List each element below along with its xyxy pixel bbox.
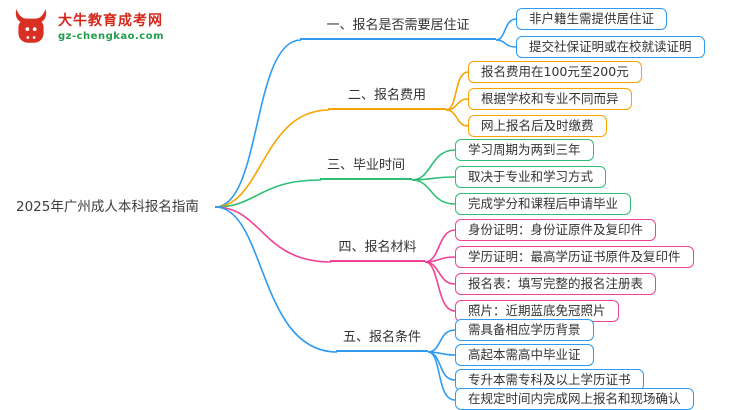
connector-leaf [424,261,456,312]
connector-central-branch3 [214,179,322,208]
connector-leaf [411,179,456,205]
connector-leaf [495,18,517,41]
connector-leaf [445,71,469,111]
connector-central-branch5 [214,206,338,353]
connector-central-branch4 [214,206,332,263]
leaf-node: 专升本需专科及以上学历证书 [455,369,644,391]
branch-node-5: 五、报名条件 [336,327,428,352]
leaf-node: 报名费用在100元至200元 [468,61,642,83]
leaf-node: 非户籍生需提供居住证 [516,8,668,30]
bull-icon [15,9,47,43]
leaf-node: 照片：近期蓝底免冠照片 [455,300,619,322]
logo-title: 大牛教育成考网 [58,13,163,29]
branch-node-4: 四、报名材料 [330,237,425,262]
leaf-node: 网上报名后及时缴费 [468,115,607,137]
connector-central-branch1 [214,39,302,208]
leaf-node: 根据学校和专业不同而异 [468,88,632,110]
connector-leaf [427,329,456,353]
leaf-node: 在规定时间内完成网上报名和现场确认 [455,388,694,410]
connector-leaf [495,39,517,48]
connector-leaf [424,261,456,285]
connector-leaf [445,109,469,127]
leaf-node: 学习周期为两到三年 [455,139,594,161]
connector-leaf [411,149,456,181]
central-topic: 2025年广州成人本科报名指南 [16,199,199,215]
connector-central-branch2 [214,109,330,208]
site-logo: 大牛教育成考网 gz-chengkao.com [10,8,164,46]
leaf-node: 报名表：填写完整的报名注册表 [455,273,657,295]
leaf-node: 身份证明：身份证原件及复印件 [455,219,657,241]
connector-leaf [427,351,456,381]
branch-node-2: 二、报名费用 [328,85,446,110]
leaf-node: 取决于专业和学习方式 [455,166,607,188]
leaf-node: 提交社保证明或在校就读证明 [516,36,705,58]
leaf-node: 需具备相应学历背景 [455,319,594,341]
connector-leaf [427,351,456,401]
leaf-node: 完成学分和课程后申请毕业 [455,193,632,215]
connector-leaf [424,256,456,263]
leaf-node: 学历证明：最高学历证书原件及复印件 [455,246,694,268]
leaf-node: 高起本需高中毕业证 [455,344,594,366]
branch-node-1: 一、报名是否需要居住证 [300,15,496,40]
branch-node-3: 三、毕业时间 [320,155,412,180]
logo-url: gz-chengkao.com [58,31,165,42]
